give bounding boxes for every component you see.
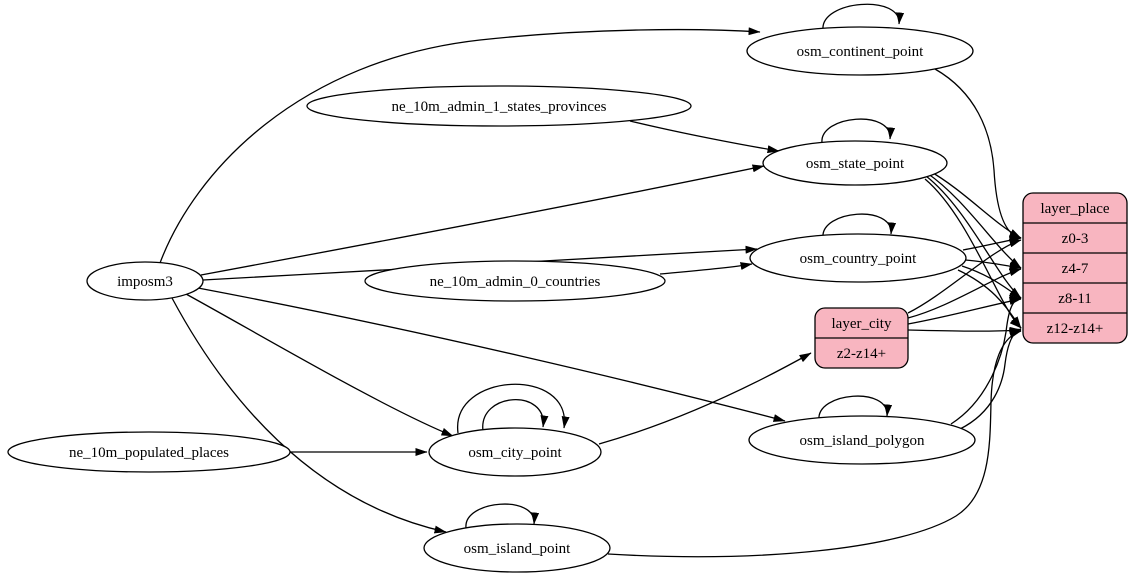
edge-osm_island_point-to-layer_place-z12-z14+ xyxy=(607,330,1022,558)
edge-layer_city-to-layer_place-z0-3 xyxy=(907,239,1022,314)
table-ellipse xyxy=(7,431,291,473)
record-box xyxy=(1022,192,1128,344)
edge-imposm3-to-osm_city_point xyxy=(185,293,454,437)
node-label: osm_country_point xyxy=(800,251,917,267)
edge-imposm3-to-osm_island_polygon xyxy=(197,287,786,422)
node-label: osm_state_point xyxy=(806,156,905,172)
edge-osm_country_point-to-layer_place-z8-11 xyxy=(961,265,1022,299)
node-imposm3: imposm3 xyxy=(86,261,204,301)
record-row-z0-3: z0-3 xyxy=(1062,231,1089,247)
node-label: ne_10m_populated_places xyxy=(69,445,229,461)
node-label: osm_city_point xyxy=(468,445,562,461)
node-label: osm_island_polygon xyxy=(799,433,925,449)
node-osm_island_polygon: osm_island_polygon xyxy=(748,415,976,465)
table-ellipse xyxy=(86,261,204,301)
edge-ne_10m_admin_0_countries-to-osm_country_point xyxy=(659,262,753,275)
table-ellipse xyxy=(749,233,967,283)
table-ellipse xyxy=(746,26,974,76)
edge-osm_country_point-to-layer_place-z12-z14+ xyxy=(957,269,1022,329)
edge-imposm3-to-osm_continent_point xyxy=(159,27,761,264)
record-row-z4-7: z4-7 xyxy=(1062,261,1089,277)
node-ne_10m_admin_0_countries: ne_10m_admin_0_countries xyxy=(364,260,666,302)
edge-osm_city_point-to-osm_city_point-selfloop1 xyxy=(457,383,570,434)
edge-ne_10m_admin_1_states_provinces-to-osm_state_point xyxy=(629,120,780,154)
node-osm_country_point: osm_country_point xyxy=(749,233,967,283)
edge-osm_country_point-to-layer_place-z0-3 xyxy=(962,236,1022,251)
edge-layer_city-to-layer_place-z4-7 xyxy=(907,268,1022,319)
edge-osm_continent_point-to-layer_place-z0-3 xyxy=(934,68,1022,241)
node-osm_state_point: osm_state_point xyxy=(762,140,948,186)
edge-osm_country_point-to-osm_country_point-selfloop1 xyxy=(822,213,897,239)
node-label: imposm3 xyxy=(117,274,173,290)
node-osm_island_point: osm_island_point xyxy=(423,523,611,573)
record-row-z8-11: z8-11 xyxy=(1058,291,1092,307)
node-osm_continent_point: osm_continent_point xyxy=(746,26,974,76)
edge-layer_city-to-layer_place-z8-11 xyxy=(907,297,1022,325)
edge-imposm3-to-osm_state_point xyxy=(200,164,765,276)
record-title: layer_city xyxy=(832,316,892,332)
node-label: ne_10m_admin_0_countries xyxy=(430,274,601,290)
edge-imposm3-to-osm_island_point xyxy=(171,297,447,534)
table-ellipse xyxy=(423,523,611,573)
edges-layer xyxy=(159,3,1022,558)
edge-layer_city-to-layer_place-z12-z14+ xyxy=(907,326,1022,335)
node-osm_city_point: osm_city_point xyxy=(428,427,602,477)
table-ellipse xyxy=(364,260,666,302)
node-label: osm_island_point xyxy=(464,541,572,557)
node-label: ne_10m_admin_1_states_provinces xyxy=(392,99,607,115)
table-ellipse xyxy=(428,427,602,477)
table-ellipse xyxy=(306,85,692,127)
node-layer_place: layer_place z0-3 z4-7 z8-11 z12-z14+ xyxy=(1022,192,1128,344)
edge-osm_continent_point-to-osm_continent_point-selfloop1 xyxy=(822,3,905,31)
edge-osm_state_point-to-layer_place-z0-3 xyxy=(927,169,1022,239)
record-title: layer_place xyxy=(1040,201,1109,217)
node-ne_10m_populated_places: ne_10m_populated_places xyxy=(7,431,291,473)
record-row-z12-z14+: z12-z14+ xyxy=(1047,321,1104,337)
table-ellipse xyxy=(748,415,976,465)
nodes-layer: imposm3 ne_10m_admin_1_states_provincesne… xyxy=(7,26,1128,573)
edge-osm_state_point-to-layer_place-z4-7 xyxy=(926,172,1022,269)
edge-osm_island_polygon-to-osm_island_polygon-selfloop1 xyxy=(818,395,893,421)
node-layer_city: layer_city z2-z14+ xyxy=(814,307,909,369)
edge-osm_city_point-to-layer_city-z2-z14+ xyxy=(598,352,812,445)
edge-osm_country_point-to-layer_place-z4-7 xyxy=(964,259,1022,271)
edge-osm_island_point-to-osm_island_point-selfloop1 xyxy=(465,503,540,529)
table-ellipse xyxy=(762,140,948,186)
node-label: osm_continent_point xyxy=(797,44,924,60)
record-row-z2-z14+: z2-z14+ xyxy=(837,346,886,362)
edge-osm_island_polygon-to-layer_place-z8-11 xyxy=(950,295,1022,425)
edge-osm_state_point-to-osm_state_point-selfloop1 xyxy=(821,118,896,144)
node-ne_10m_admin_1_states_provinces: ne_10m_admin_1_states_provinces xyxy=(306,85,692,127)
edge-osm_city_point-to-osm_city_point-selfloop2 xyxy=(482,399,549,432)
